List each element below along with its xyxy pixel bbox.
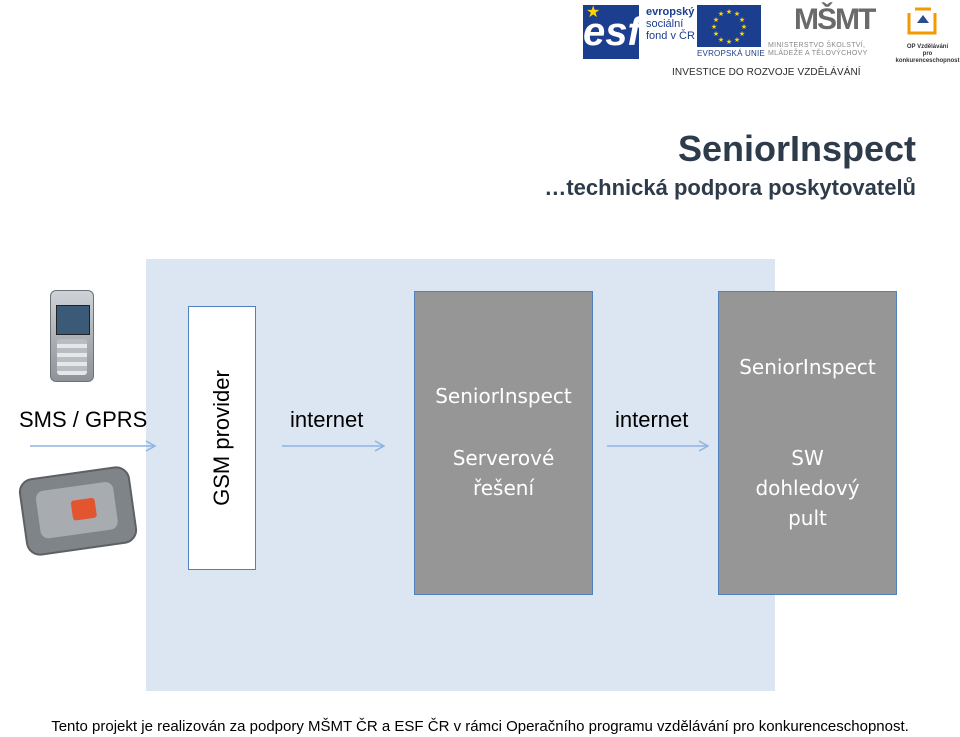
svg-text:★: ★ xyxy=(718,10,724,18)
sw-box-line: SW xyxy=(791,446,824,470)
esf-text-line: sociální xyxy=(646,18,684,30)
sw-box-title: SeniorInspect xyxy=(739,355,876,379)
svg-text:★: ★ xyxy=(734,36,740,44)
page-title: SeniorInspect xyxy=(677,128,916,169)
msmt-logo: MŠMT xyxy=(794,3,876,36)
internet-label-1: internet xyxy=(290,407,364,432)
sms-gprs-label: SMS / GPRS xyxy=(19,407,148,432)
svg-text:★: ★ xyxy=(711,23,717,31)
sw-box-line: pult xyxy=(788,506,827,530)
sw-box-line: dohledový xyxy=(755,476,860,500)
gsm-provider-box xyxy=(188,306,256,570)
svg-text:★: ★ xyxy=(739,30,745,38)
esf-logo: esf xyxy=(583,5,641,59)
esf-text-line: evropský xyxy=(646,6,695,18)
sw-box: SeniorInspect SW dohledový pult xyxy=(718,291,897,595)
internet-label-2: internet xyxy=(615,407,689,432)
page-subtitle: …technická podpora poskytovatelů xyxy=(544,175,916,200)
svg-text:★: ★ xyxy=(726,38,732,46)
server-box-line: Serverové xyxy=(452,446,555,470)
msmt-caption-line: MINISTERSTVO ŠKOLSTVÍ, xyxy=(768,42,866,49)
op-caption-line: pro konkurenceschopnost xyxy=(895,51,960,64)
investice-slogan: INVESTICE DO ROZVOJE VZDĚLÁVÁNÍ xyxy=(672,67,861,78)
esf-text-line: fond v ČR xyxy=(646,30,695,42)
msmt-caption: MINISTERSTVO ŠKOLSTVÍ, MLÁDEŽE A TĚLOVÝC… xyxy=(768,42,868,58)
phone-screen xyxy=(56,305,90,335)
svg-text:★: ★ xyxy=(739,16,745,24)
op-logo-icon xyxy=(907,7,937,35)
server-box-line: řešení xyxy=(472,476,535,500)
svg-text:★: ★ xyxy=(713,30,719,38)
svg-text:★: ★ xyxy=(726,8,732,16)
server-box-title: SeniorInspect xyxy=(435,384,572,408)
msmt-caption-line: MLÁDEŽE A TĚLOVÝCHOVY xyxy=(768,50,868,57)
op-caption-line: OP Vzdělávání xyxy=(906,44,949,50)
eu-flag-icon: ★★★ ★★★ ★★★ ★★★ xyxy=(697,5,761,47)
arrow-to-gsm xyxy=(30,440,157,452)
star-icon: ★ xyxy=(586,4,601,21)
svg-text:★: ★ xyxy=(741,23,747,31)
eu-caption: EVROPSKÁ UNIE xyxy=(697,49,765,58)
svg-text:★: ★ xyxy=(734,10,740,18)
svg-text:★: ★ xyxy=(718,36,724,44)
mobile-phone-icon xyxy=(50,290,94,382)
server-box: SeniorInspect Serverové řešení xyxy=(414,291,593,595)
phone-keypad xyxy=(57,339,87,375)
esf-logo-text: evropský sociální fond v ČR xyxy=(646,6,695,42)
svg-text:★: ★ xyxy=(713,16,719,24)
arrow-to-server xyxy=(282,440,386,452)
op-caption: OP Vzdělávání pro konkurenceschopnost xyxy=(895,44,960,65)
footer-note: Tento projekt je realizován za podpory M… xyxy=(51,718,909,735)
arrow-to-sw xyxy=(607,440,710,452)
